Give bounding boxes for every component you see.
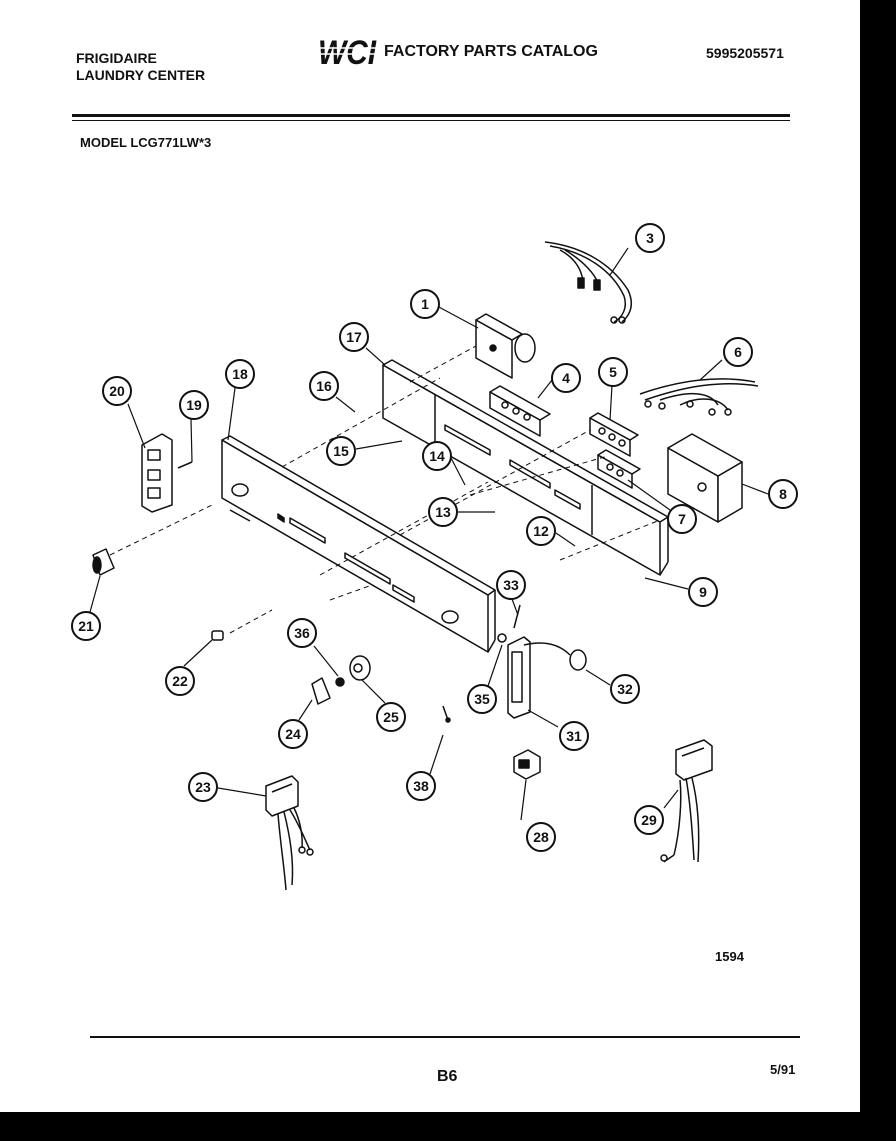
footer-rule: [90, 1036, 800, 1038]
callout-17: 17: [339, 322, 369, 352]
callout-label: 6: [734, 344, 742, 360]
wci-logo: WCI: [318, 34, 378, 68]
harness-29: [660, 739, 713, 863]
callout-38: 38: [406, 771, 436, 801]
callout-14: 14: [422, 441, 452, 471]
callout-label: 17: [346, 329, 362, 345]
header-rule-thin: [72, 120, 790, 121]
connector-28: [513, 749, 541, 780]
page-code: B6: [437, 1068, 458, 1085]
callout-label: 28: [533, 829, 549, 845]
callout-3: 3: [635, 223, 665, 253]
callout-19: 19: [179, 390, 209, 420]
callout-7: 7: [667, 504, 697, 534]
callout-label: 31: [566, 728, 582, 744]
callout-label: 3: [646, 230, 654, 246]
product-line: LAUNDRY CENTER: [76, 67, 206, 83]
callout-markers: 1 3 4 5 6 7 8 9 12 13 14 15 16 17 18 19 …: [71, 223, 798, 852]
callout-23: 23: [188, 772, 218, 802]
callout-36: 36: [287, 618, 317, 648]
switch-blocks: [489, 385, 641, 489]
left-bracket: [141, 433, 193, 513]
small-parts: [92, 548, 451, 723]
catalog-part-number: 5995205571: [706, 45, 784, 61]
svg-text:WCI: WCI: [318, 34, 377, 68]
callout-label: 14: [429, 448, 445, 464]
callout-9: 9: [688, 577, 718, 607]
door-switch: [497, 604, 587, 719]
callout-1: 1: [410, 289, 440, 319]
callout-label: 38: [413, 778, 429, 794]
callout-label: 19: [186, 397, 202, 413]
header-rule: [72, 114, 790, 117]
callout-31: 31: [559, 721, 589, 751]
callout-20: 20: [102, 376, 132, 406]
callout-label: 8: [779, 486, 787, 502]
callout-label: 21: [78, 618, 94, 634]
callout-label: 13: [435, 504, 451, 520]
callout-16: 16: [309, 371, 339, 401]
callout-label: 5: [609, 364, 617, 380]
callout-33: 33: [496, 570, 526, 600]
callout-label: 36: [294, 625, 310, 641]
exploded-parts-diagram: 1 3 4 5 6 7 8 9 12 13 14 15 16 17 18 19 …: [71, 223, 798, 891]
callout-29: 29: [634, 805, 664, 835]
catalog-page: WCI FRIGIDAIRE LAUNDRY CENTER FACTORY PA…: [0, 0, 860, 1112]
timer-part: [475, 313, 536, 379]
callout-label: 24: [285, 726, 301, 742]
harness-6: [639, 378, 759, 416]
callout-label: 18: [232, 366, 248, 382]
callout-label: 9: [699, 584, 707, 600]
rear-bracket: [382, 359, 669, 576]
harness-3: [544, 241, 633, 324]
callout-label: 12: [533, 523, 549, 539]
callout-28: 28: [526, 822, 556, 852]
revision-date: 5/91: [770, 1062, 796, 1077]
callout-32: 32: [610, 674, 640, 704]
callout-label: 20: [109, 383, 125, 399]
callout-8: 8: [768, 479, 798, 509]
callout-label: 1: [421, 296, 429, 312]
callout-4: 4: [551, 363, 581, 393]
callout-25: 25: [376, 702, 406, 732]
callout-12: 12: [526, 516, 556, 546]
callout-24: 24: [278, 719, 308, 749]
callout-label: 35: [474, 691, 490, 707]
callout-5: 5: [598, 357, 628, 387]
diagram-number: 1594: [715, 949, 744, 964]
callout-21: 21: [71, 611, 101, 641]
callout-label: 32: [617, 681, 633, 697]
model-label: MODEL LCG771LW*3: [80, 135, 212, 150]
callout-label: 4: [562, 370, 570, 386]
leader-lines: [89, 247, 769, 821]
callout-35: 35: [467, 684, 497, 714]
callout-label: 22: [172, 673, 188, 689]
callout-label: 23: [195, 779, 211, 795]
callout-label: 16: [316, 378, 332, 394]
console-panel: [221, 435, 496, 653]
callout-22: 22: [165, 666, 195, 696]
callout-label: 25: [383, 709, 399, 725]
harness-23: [265, 775, 314, 891]
callout-15: 15: [326, 436, 356, 466]
callout-label: 33: [503, 577, 519, 593]
catalog-title: FACTORY PARTS CATALOG: [384, 43, 598, 60]
callout-13: 13: [428, 497, 458, 527]
callout-6: 6: [723, 337, 753, 367]
callout-label: 15: [333, 443, 349, 459]
callout-label: 7: [678, 511, 686, 527]
callout-18: 18: [225, 359, 255, 389]
transformer-box: [667, 433, 743, 523]
callout-label: 29: [641, 812, 657, 828]
brand-name: FRIGIDAIRE: [76, 50, 157, 66]
